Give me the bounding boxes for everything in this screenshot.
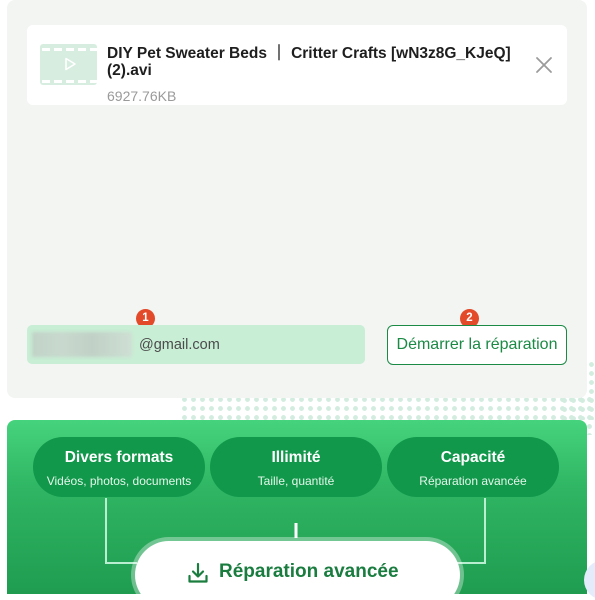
feature-subtitle: Taille, quantité	[257, 474, 335, 488]
advanced-repair-button[interactable]: Réparation avancée	[135, 541, 460, 594]
feature-title: Illimité	[271, 449, 321, 466]
video-file-icon	[40, 44, 97, 85]
connector-lines	[105, 498, 486, 564]
feature-unlimited: Illimité Taille, quantité	[210, 437, 382, 497]
play-icon	[65, 57, 76, 71]
email-input[interactable]: @gmail.com	[27, 325, 365, 364]
file-card: DIY Pet Sweater Beds ｜ Critter Crafts [w…	[27, 25, 567, 105]
feature-formats: Divers formats Vidéos, photos, documents	[33, 437, 205, 497]
file-name: DIY Pet Sweater Beds ｜ Critter Crafts [w…	[107, 45, 511, 79]
download-icon	[188, 562, 208, 583]
feature-title: Divers formats	[64, 449, 174, 466]
feature-capacity: Capacité Réparation avancée	[387, 437, 559, 497]
advanced-repair-label: Réparation avancée	[219, 561, 399, 582]
step-badge-1: 1	[136, 309, 155, 328]
feature-title: Capacité	[440, 449, 506, 466]
step-badge-2: 2	[460, 309, 479, 328]
corner-decoration	[584, 560, 595, 600]
close-icon[interactable]	[534, 55, 554, 75]
file-size: 6927.76KB	[107, 88, 177, 104]
redacted-email-prefix	[32, 332, 132, 357]
email-suffix: @gmail.com	[139, 337, 220, 353]
feature-subtitle: Réparation avancée	[419, 474, 527, 488]
upload-panel: DIY Pet Sweater Beds ｜ Critter Crafts [w…	[7, 0, 587, 398]
advanced-repair-panel: Divers formats Vidéos, photos, documents…	[7, 420, 587, 594]
start-repair-button[interactable]: Démarrer la réparation	[387, 325, 567, 365]
feature-subtitle: Vidéos, photos, documents	[46, 474, 192, 488]
